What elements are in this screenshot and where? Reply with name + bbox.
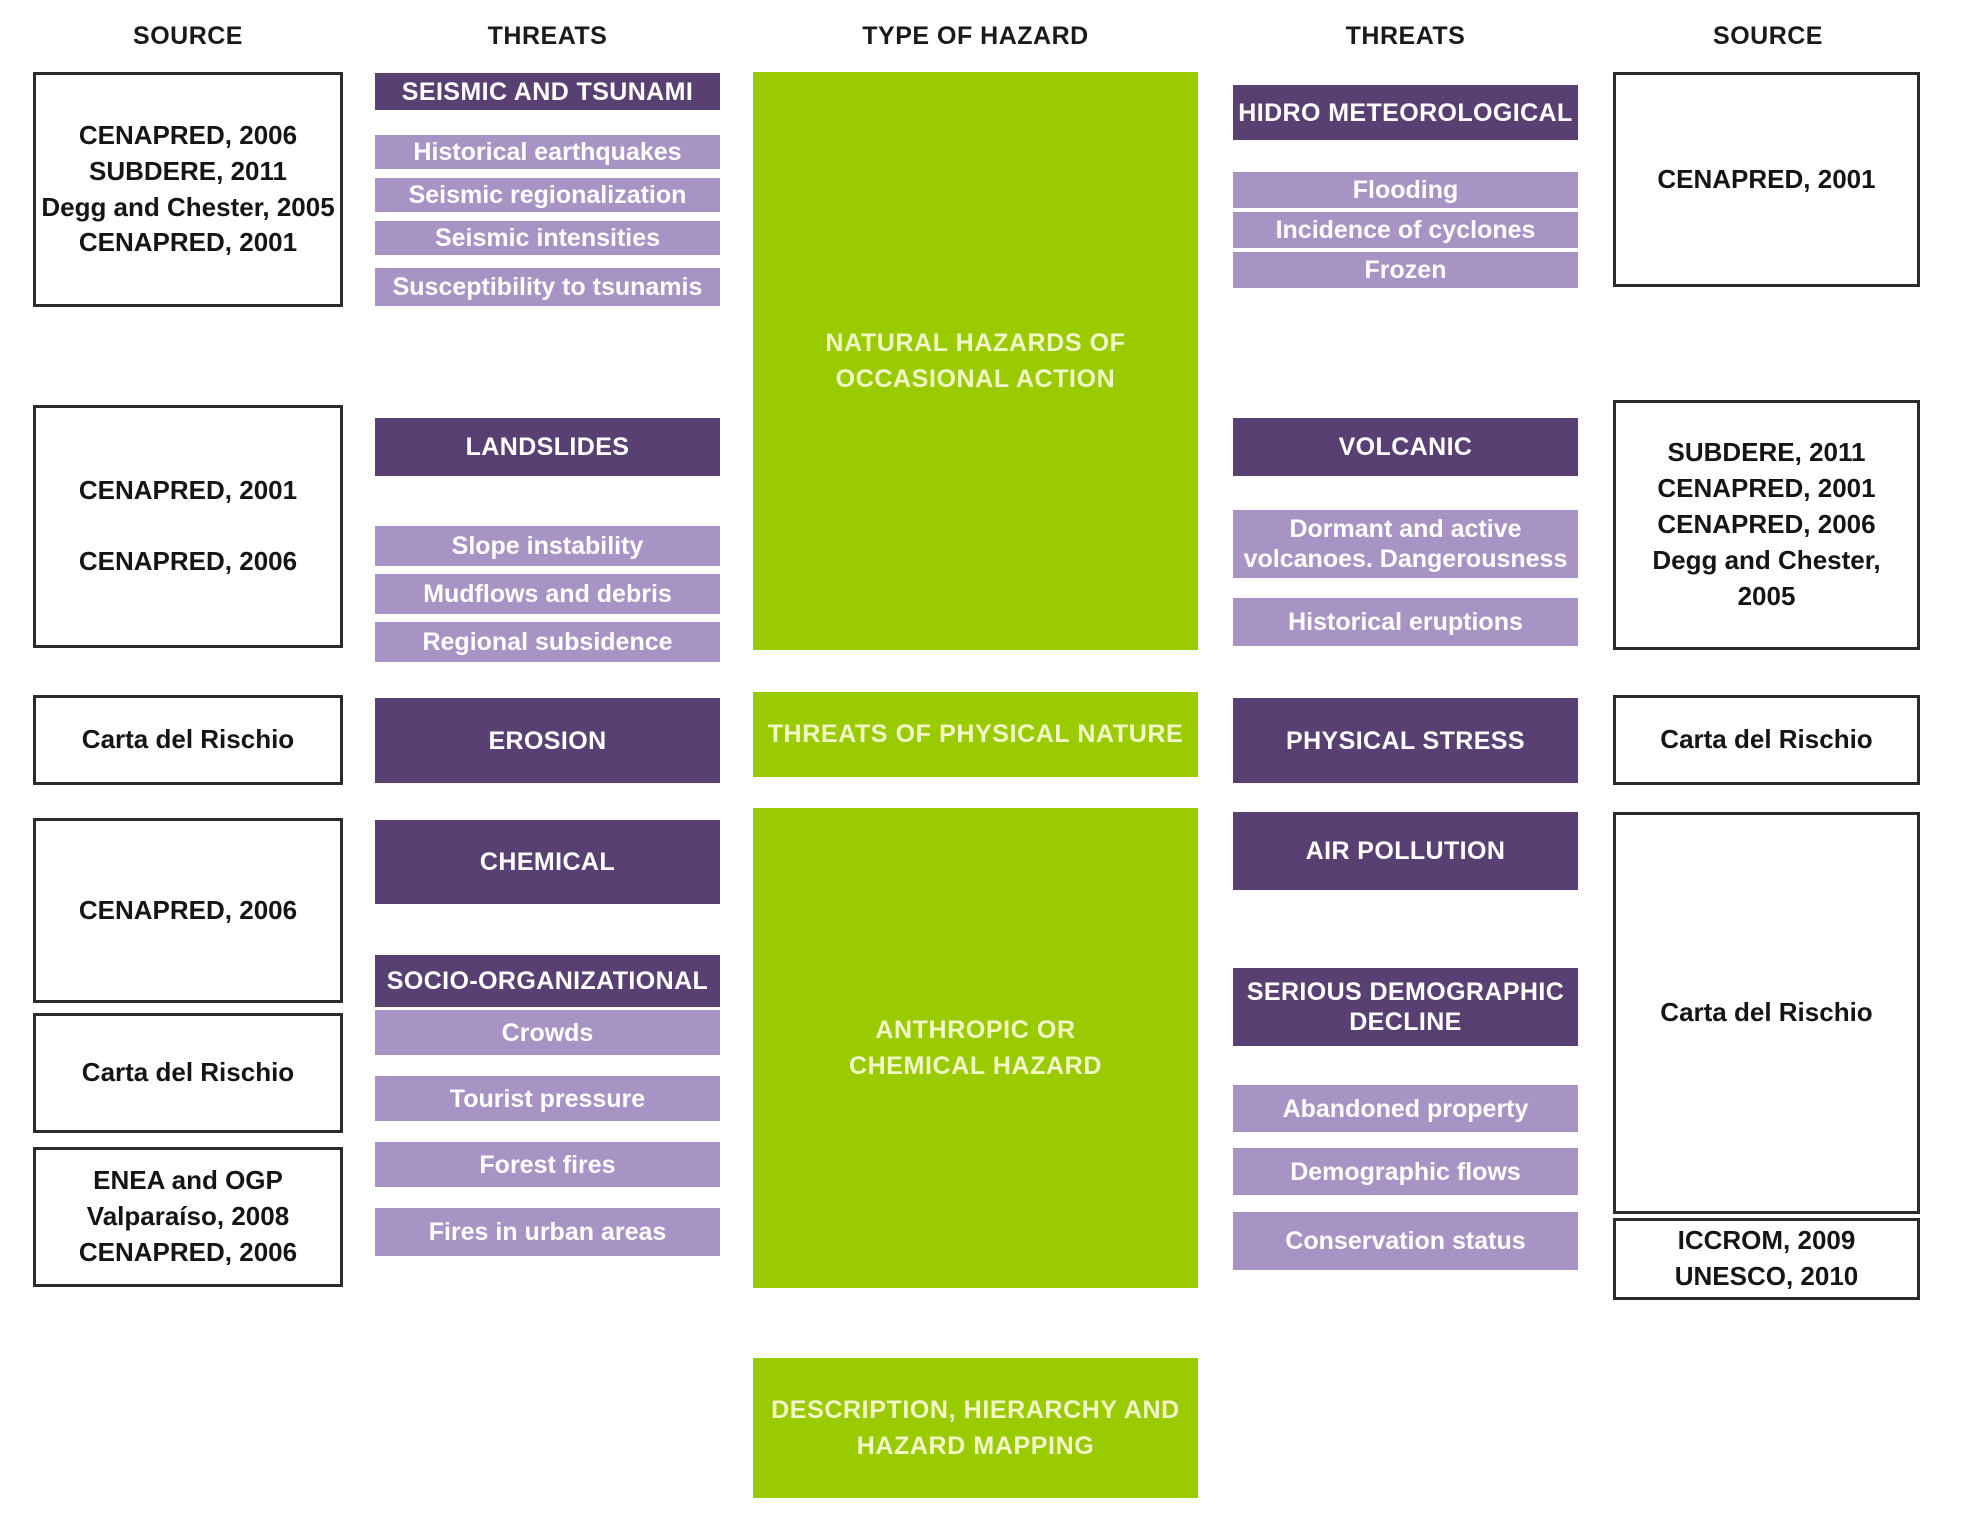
column-header-threats-left: THREATS: [487, 22, 608, 50]
source-box-socio: Carta del Rischio: [33, 1013, 343, 1133]
threat-item-abandoned-property-label: Abandoned property: [1282, 1094, 1529, 1123]
threat-item-historical-earthquakes[interactable]: Historical earthquakes: [375, 135, 720, 169]
source-box-physical-stress-text: Carta del Rischio: [1660, 724, 1873, 755]
threat-header-volcanic-label: VOLCANIC: [1338, 433, 1473, 461]
threat-header-erosion-label: EROSION: [488, 726, 607, 755]
threat-item-forest-fires[interactable]: Forest fires: [375, 1142, 720, 1187]
threat-item-seismic-intensities[interactable]: Seismic intensities: [375, 221, 720, 255]
threat-item-flooding-label: Flooding: [1352, 176, 1459, 204]
threat-header-socio-organizational-label: SOCIO-ORGANIZATIONAL: [386, 967, 709, 995]
source-box-chemical: CENAPRED, 2006: [33, 818, 343, 1003]
threat-header-air-pollution[interactable]: AIR POLLUTION: [1233, 812, 1578, 890]
threat-header-physical-stress-label: PHYSICAL STRESS: [1286, 726, 1525, 755]
threat-item-incidence-of-cyclones-label: Incidence of cyclones: [1275, 216, 1536, 244]
column-header-type-of-hazard: TYPE OF HAZARD: [862, 22, 1089, 50]
threat-item-forest-fires-label: Forest fires: [479, 1150, 616, 1179]
threat-header-chemical[interactable]: CHEMICAL: [375, 820, 720, 904]
threat-header-erosion[interactable]: EROSION: [375, 698, 720, 783]
threat-item-frozen[interactable]: Frozen: [1233, 252, 1578, 288]
threat-item-tourist-pressure[interactable]: Tourist pressure: [375, 1076, 720, 1121]
column-header-source-left: SOURCE: [133, 22, 243, 50]
source-box-socio-text: Carta del Rischio: [81, 1057, 295, 1088]
source-box-air-pollution: Carta del Rischio: [1613, 812, 1920, 1214]
threat-item-crowds-label: Crowds: [501, 1018, 594, 1047]
source-box-hidro: CENAPRED, 2001: [1613, 72, 1920, 287]
threat-item-demographic-flows[interactable]: Demographic flows: [1233, 1148, 1578, 1195]
threat-header-landslides[interactable]: LANDSLIDES: [375, 418, 720, 476]
threat-item-crowds[interactable]: Crowds: [375, 1010, 720, 1055]
source-box-air-pollution-text: Carta del Rischio: [1660, 997, 1873, 1028]
threat-item-mudflows-and-debris-label: Mudflows and debris: [423, 580, 672, 608]
threat-item-susceptibility-to-tsunamis[interactable]: Susceptibility to tsunamis: [375, 268, 720, 306]
threat-header-air-pollution-label: AIR POLLUTION: [1305, 837, 1506, 865]
source-box-hidro-text: CENAPRED, 2001: [1657, 163, 1876, 194]
threat-item-conservation-status[interactable]: Conservation status: [1233, 1212, 1578, 1270]
source-box-erosion-text: Carta del Rischio: [81, 724, 295, 755]
threat-item-frozen-label: Frozen: [1364, 256, 1447, 284]
threat-item-historical-eruptions[interactable]: Historical eruptions: [1233, 598, 1578, 646]
threat-item-susceptibility-to-tsunamis-label: Susceptibility to tsunamis: [392, 273, 703, 301]
threat-item-tourist-pressure-label: Tourist pressure: [449, 1084, 646, 1113]
threat-item-historical-eruptions-label: Historical eruptions: [1288, 608, 1523, 636]
threat-item-abandoned-property[interactable]: Abandoned property: [1233, 1085, 1578, 1132]
threat-item-regional-subsidence[interactable]: Regional subsidence: [375, 622, 720, 662]
source-box-physical-stress: Carta del Rischio: [1613, 695, 1920, 785]
column-header-source-right: SOURCE: [1713, 22, 1823, 50]
threat-header-seismic-and-tsunami[interactable]: SEISMIC AND TSUNAMI: [375, 73, 720, 110]
threat-item-conservation-status-label: Conservation status: [1285, 1227, 1526, 1255]
threat-item-demographic-flows-label: Demographic flows: [1290, 1157, 1521, 1186]
source-box-chemical-text: CENAPRED, 2006: [78, 894, 298, 925]
threat-item-fires-in-urban-areas-label: Fires in urban areas: [428, 1218, 667, 1246]
threat-header-hidro-meteorological-label: HIDRO METEOROLOGICAL: [1238, 98, 1573, 127]
source-box-erosion: Carta del Rischio: [33, 695, 343, 785]
threat-item-seismic-regionalization-label: Seismic regionalization: [408, 181, 687, 209]
threat-header-seismic-and-tsunami-label: SEISMIC AND TSUNAMI: [401, 77, 694, 106]
threat-header-volcanic[interactable]: VOLCANIC: [1233, 418, 1578, 476]
threat-item-seismic-intensities-label: Seismic intensities: [434, 224, 661, 252]
threat-item-seismic-regionalization[interactable]: Seismic regionalization: [375, 178, 720, 212]
column-header-threats-right: THREATS: [1345, 22, 1466, 50]
threat-header-landslides-label: LANDSLIDES: [465, 433, 630, 461]
threat-item-flooding[interactable]: Flooding: [1233, 172, 1578, 208]
threat-item-mudflows-and-debris[interactable]: Mudflows and debris: [375, 574, 720, 614]
threat-header-hidro-meteorological[interactable]: HIDRO METEOROLOGICAL: [1233, 85, 1578, 140]
threat-header-physical-stress[interactable]: PHYSICAL STRESS: [1233, 698, 1578, 783]
hazard-type-physical-nature[interactable]: THREATS OF PHYSICAL NATURE: [753, 692, 1198, 777]
hazard-type-physical-nature-label: THREATS OF PHYSICAL NATURE: [767, 720, 1184, 749]
threat-item-slope-instability-label: Slope instability: [451, 532, 644, 560]
threat-item-historical-earthquakes-label: Historical earthquakes: [413, 138, 682, 166]
threat-header-chemical-label: CHEMICAL: [479, 848, 616, 876]
threat-header-socio-organizational[interactable]: SOCIO-ORGANIZATIONAL: [375, 955, 720, 1007]
threat-item-slope-instability[interactable]: Slope instability: [375, 526, 720, 566]
threat-item-incidence-of-cyclones[interactable]: Incidence of cyclones: [1233, 212, 1578, 248]
threat-item-fires-in-urban-areas[interactable]: Fires in urban areas: [375, 1208, 720, 1256]
threat-item-regional-subsidence-label: Regional subsidence: [422, 628, 673, 656]
